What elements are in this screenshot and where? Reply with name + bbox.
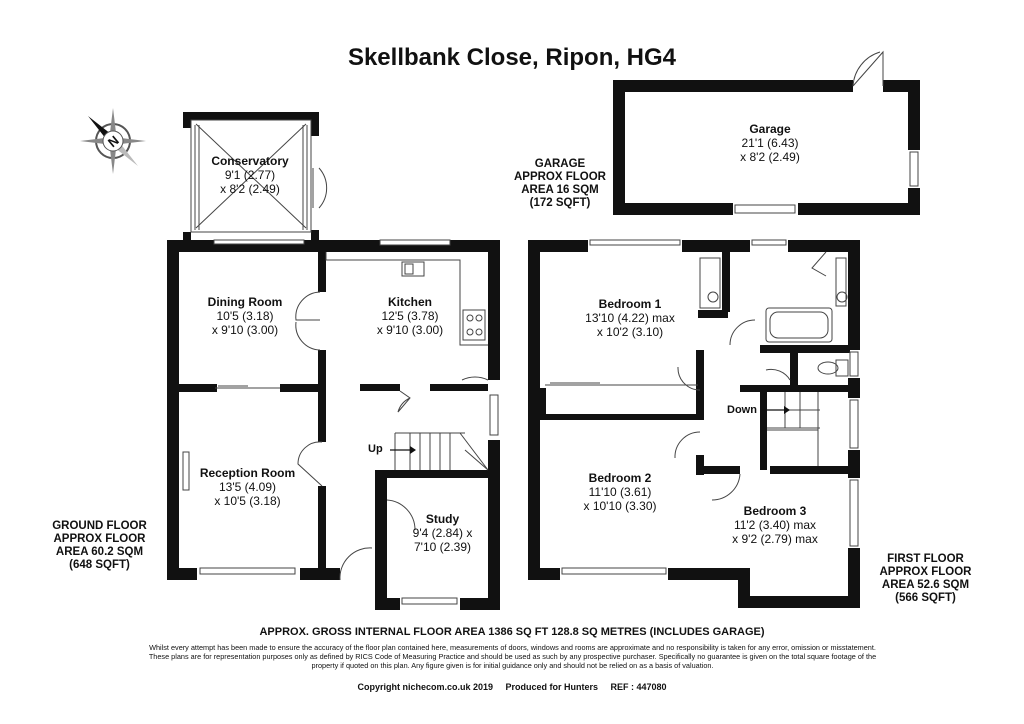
room-label-garage: Garage 21'1 (6.43) x 8'2 (2.49) [710,122,830,164]
stair-arrow-down-icon [762,406,790,414]
ground-floor-plan [167,112,500,610]
area-line: APPROX FLOOR [53,533,146,545]
room-name: Kitchen [387,295,432,309]
room-name: Reception Room [199,466,296,480]
area-line: AREA 16 SQM [521,184,599,196]
room-label-dining: Dining Room 10'5 (3.18) x 9'10 (3.00) [185,295,305,337]
room-name: Garage [749,122,791,136]
garage-details [734,50,919,214]
room-dim: 9'4 (2.84) x [412,526,473,540]
area-label-ground-floor: GROUND FLOOR APPROX FLOOR AREA 60.2 SQM … [42,520,157,572]
room-dim: x 10'5 (3.18) [214,494,281,508]
room-dim: x 10'2 (3.10) [596,325,664,339]
room-dim: x 10'10 (3.30) [583,499,657,513]
room-dim: 13'5 (4.09) [219,480,276,494]
room-dim: 10'5 (3.18) [216,309,274,323]
room-dim: x 9'10 (3.00) [211,323,279,337]
room-dim: x 9'2 (2.79) max [732,532,818,546]
area-label-first-floor: FIRST FLOOR APPROX FLOOR AREA 52.6 SQM (… [868,553,983,605]
area-line: (648 SQFT) [69,559,130,571]
room-label-bedroom-3: Bedroom 3 11'2 (3.40) max x 9'2 (2.79) m… [710,504,840,546]
stair-arrow-up-icon [390,446,416,454]
page-title: Skellbank Close, Ripon, HG4 [347,44,677,71]
room-label-reception: Reception Room 13'5 (4.09) x 10'5 (3.18) [185,466,310,508]
room-label-conservatory: Conservatory 9'1 (2.77) x 8'2 (2.49) [195,154,305,196]
room-label-study: Study 9'4 (2.84) x 7'10 (2.39) [400,512,485,554]
room-dim: 7'10 (2.39) [414,540,471,554]
room-dim: 9'1 (2.77) [224,168,276,182]
room-dim: x 8'2 (2.49) [740,150,800,164]
room-dim: 11'2 (3.40) max [733,518,817,532]
stair-label-down: Down [727,404,757,416]
area-line: AREA 60.2 SQM [55,546,144,558]
area-line: APPROX FLOOR [879,566,972,578]
room-name: Conservatory [211,154,289,168]
copyright: Copyright nichecom.co.uk 2019 Produced f… [357,682,667,692]
area-line: (172 SQFT) [529,197,591,209]
ground-floor-details [182,119,499,605]
room-dim: 11'10 (3.61) [588,485,652,499]
room-dim: x 9'10 (3.00) [376,323,444,337]
first-floor-plan [528,240,860,608]
room-label-bedroom-1: Bedroom 1 13'10 (4.22) max x 10'2 (3.10) [565,297,695,339]
room-name: Bedroom 2 [588,471,652,485]
compass-icon: N [80,108,146,174]
room-dim: 21'1 (6.43) [741,136,799,150]
area-line: GROUND FLOOR [52,520,147,532]
area-line: (566 SQFT) [895,592,956,604]
stair-label-up: Up [368,443,383,455]
room-label-bedroom-2: Bedroom 2 11'10 (3.61) x 10'10 (3.30) [555,471,685,513]
area-line: GARAGE [534,158,586,170]
room-name: Bedroom 3 [743,504,807,518]
room-dim: 13'10 (4.22) max [585,311,675,325]
area-label-garage: GARAGE APPROX FLOOR AREA 16 SQM (172 SQF… [505,158,615,210]
room-dim: 12'5 (3.78) [381,309,439,323]
area-line: APPROX FLOOR [513,171,606,183]
room-name: Dining Room [207,295,283,309]
garage-plan [613,80,920,215]
area-line: FIRST FLOOR [887,553,964,565]
room-dim: x 8'2 (2.49) [220,182,280,196]
area-line: AREA 52.6 SQM [881,579,970,591]
room-name: Study [425,512,460,526]
disclaimer: Whilst every attempt has been made to en… [148,643,877,670]
gross-area: APPROX. GROSS INTERNAL FLOOR AREA 1386 S… [259,626,765,638]
room-name: Bedroom 1 [598,297,662,311]
room-label-kitchen: Kitchen 12'5 (3.78) x 9'10 (3.00) [345,295,475,337]
